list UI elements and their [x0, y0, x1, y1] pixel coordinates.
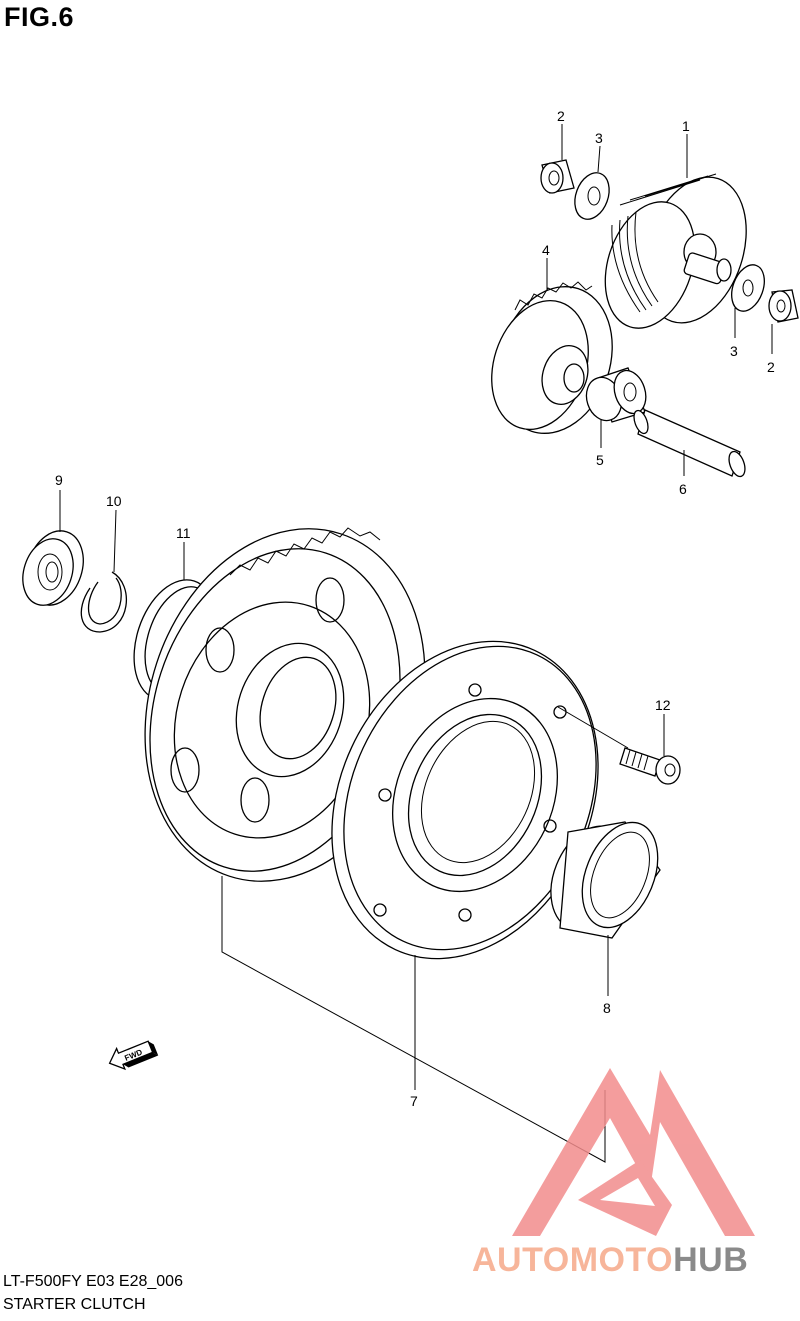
callout-10: 10: [106, 493, 122, 509]
part-4-starter-gear: [491, 281, 613, 434]
callout-9: 9: [55, 472, 63, 488]
callout-5: 5: [596, 452, 604, 468]
callout-labels: 1 2 3 3 2 4 5 6 9 10 11 12 8 7: [55, 108, 775, 1109]
part-10-circlip: [80, 571, 127, 633]
callout-4: 4: [542, 242, 550, 258]
section-name: STARTER CLUTCH: [3, 1296, 146, 1313]
callout-8: 8: [603, 1000, 611, 1016]
part-6-shaft: [633, 409, 746, 478]
part-3-washer-top: [574, 172, 610, 220]
callout-6: 6: [679, 481, 687, 497]
callout-2-right: 2: [767, 359, 775, 375]
part-12-bolt: [619, 747, 681, 785]
callout-2-top: 2: [557, 108, 565, 124]
callout-3-top: 3: [595, 130, 603, 146]
part-1-starter-idle-gear-assembly: [604, 173, 747, 329]
part-9-bearing: [22, 530, 84, 606]
part-2-bushing-top: [540, 159, 575, 194]
model-code: LT-F500FY E03 E28_006: [3, 1273, 183, 1290]
diagram-footer: LT-F500FY E03 E28_006 STARTER CLUTCH: [3, 1270, 183, 1316]
callout-3-right: 3: [730, 343, 738, 359]
part-5-spacer: [585, 367, 647, 423]
part-2-bushing-right: [768, 289, 799, 323]
part-3-washer-right: [731, 264, 765, 312]
callout-12: 12: [655, 697, 671, 713]
forward-direction-arrow: FWD: [108, 1040, 159, 1071]
callout-11: 11: [176, 525, 191, 541]
callout-7: 7: [410, 1093, 418, 1109]
callout-1: 1: [682, 118, 690, 134]
part-8-one-way-clutch: [550, 821, 661, 939]
figure-title: FIG.6: [4, 2, 75, 32]
